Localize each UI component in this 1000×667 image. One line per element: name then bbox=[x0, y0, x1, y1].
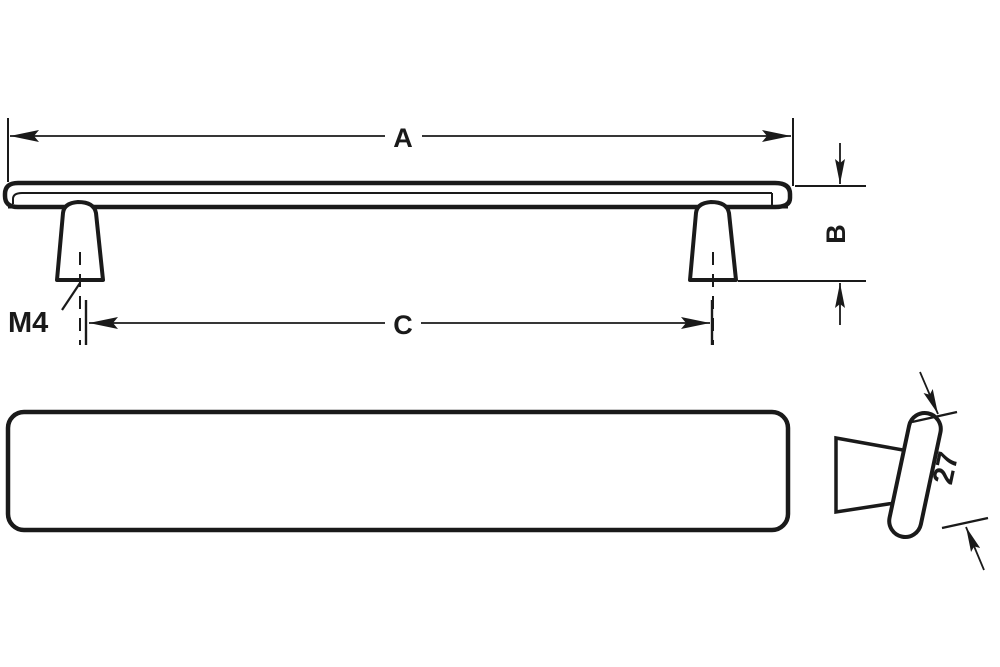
dimension-c: C bbox=[84, 300, 714, 345]
dimension-27-label: 27 bbox=[927, 449, 965, 487]
mounting-post-right bbox=[688, 200, 738, 345]
side-section-detail-view: 27 bbox=[834, 371, 989, 571]
m4-leader-line bbox=[61, 282, 81, 311]
top-plan-view bbox=[5, 409, 791, 533]
front-elevation-view bbox=[2, 180, 793, 345]
handle-bar-left-chamfer bbox=[12, 192, 23, 204]
dimension-27-arrow-bottom bbox=[965, 526, 985, 571]
mounting-post-left-outline bbox=[55, 200, 105, 282]
m4-label: M4 bbox=[8, 307, 48, 339]
handle-bar-outline bbox=[2, 180, 793, 210]
annotation-m4: M4 bbox=[8, 282, 81, 339]
dimension-27-witness-top bbox=[911, 410, 958, 424]
dimension-b: B bbox=[738, 143, 866, 325]
dimension-c-label: C bbox=[393, 310, 413, 340]
dimension-27-witness-bottom bbox=[941, 516, 989, 530]
dimension-a: A bbox=[7, 118, 794, 186]
dimension-b-label: B bbox=[821, 224, 851, 244]
top-plan-outline bbox=[5, 409, 791, 533]
dimension-27-arrow-top bbox=[919, 371, 939, 415]
mounting-post-left bbox=[55, 200, 105, 345]
dimension-a-label: A bbox=[393, 123, 413, 153]
mounting-post-right-outline bbox=[688, 200, 738, 282]
